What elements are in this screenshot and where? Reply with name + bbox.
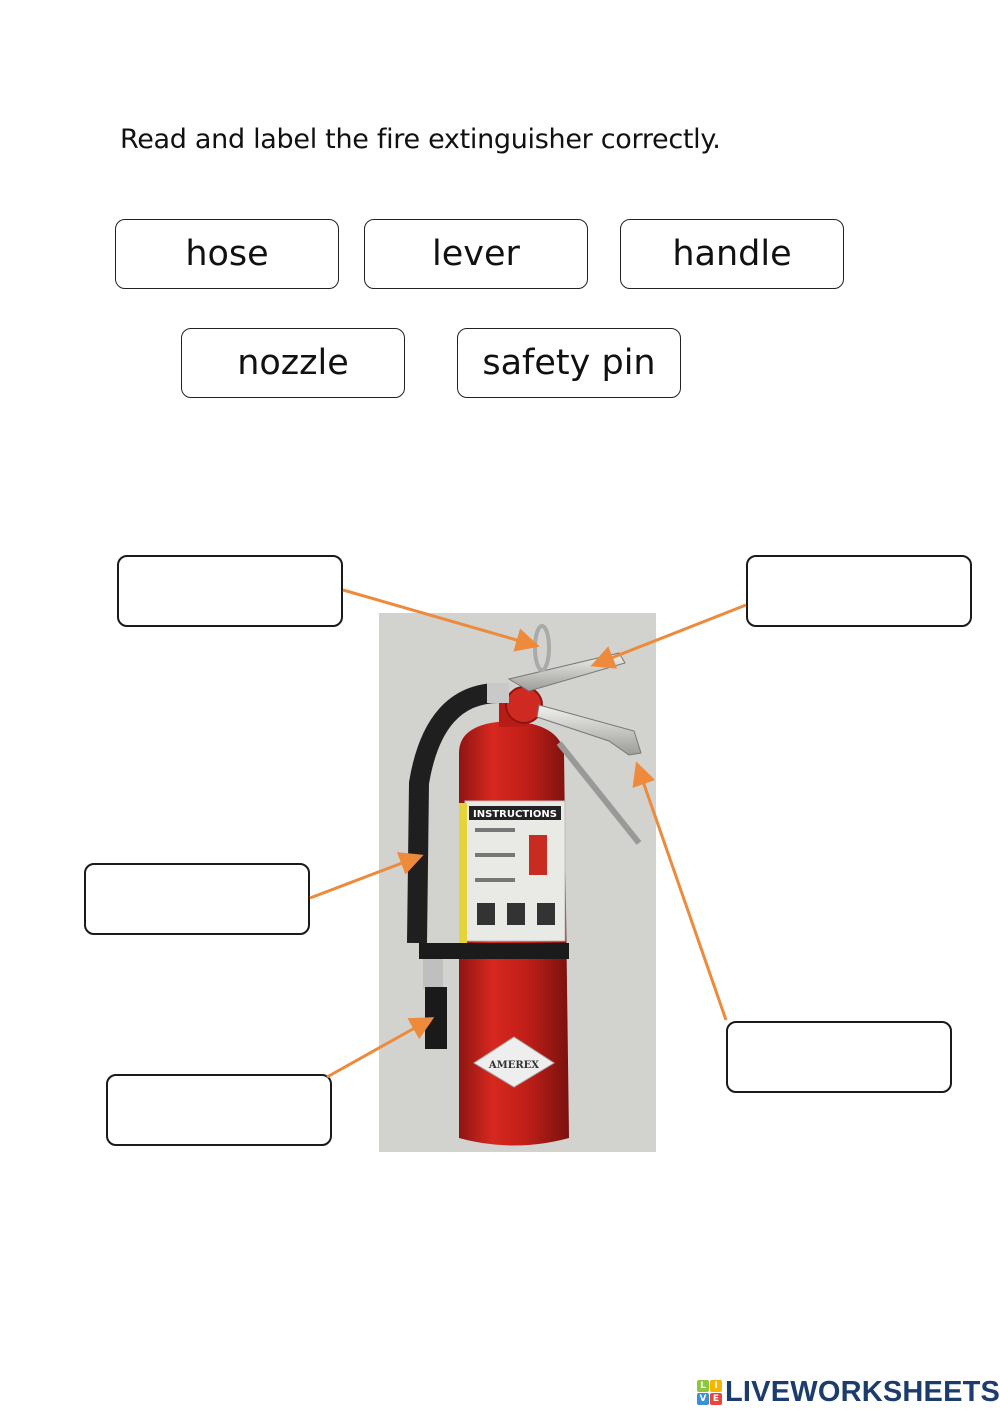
word-card-lever[interactable]: lever bbox=[364, 219, 588, 289]
logo-text: LIVEWORKSHEETS bbox=[725, 1376, 1000, 1408]
answer-box-bottom-left[interactable] bbox=[106, 1074, 332, 1146]
fire-extinguisher-illustration: INSTRUCTIONS AMEREX bbox=[407, 624, 642, 1146]
answer-box-top-left[interactable] bbox=[117, 555, 343, 627]
fire-extinguisher-photo: INSTRUCTIONS AMEREX bbox=[379, 613, 656, 1152]
word-card-handle[interactable]: handle bbox=[620, 219, 844, 289]
word-card-hose[interactable]: hose bbox=[115, 219, 339, 289]
svg-text:INSTRUCTIONS: INSTRUCTIONS bbox=[473, 809, 557, 820]
word-card-safety-pin[interactable]: safety pin bbox=[457, 328, 681, 398]
answer-box-bottom-right[interactable] bbox=[726, 1021, 952, 1093]
word-label: safety pin bbox=[482, 343, 656, 383]
word-label: handle bbox=[672, 234, 792, 274]
word-label: lever bbox=[432, 234, 520, 274]
word-label: hose bbox=[185, 234, 269, 274]
answer-box-middle-left[interactable] bbox=[84, 863, 310, 935]
liveworksheets-logo: L I V E LIVEWORKSHEETS bbox=[697, 1376, 1000, 1409]
instruction-text: Read and label the fire extinguisher cor… bbox=[120, 124, 721, 155]
svg-text:AMEREX: AMEREX bbox=[488, 1060, 539, 1071]
word-label: nozzle bbox=[237, 343, 349, 383]
word-card-nozzle[interactable]: nozzle bbox=[181, 328, 405, 398]
answer-box-top-right[interactable] bbox=[746, 555, 972, 627]
logo-tiles-icon: L I V E bbox=[697, 1380, 722, 1405]
